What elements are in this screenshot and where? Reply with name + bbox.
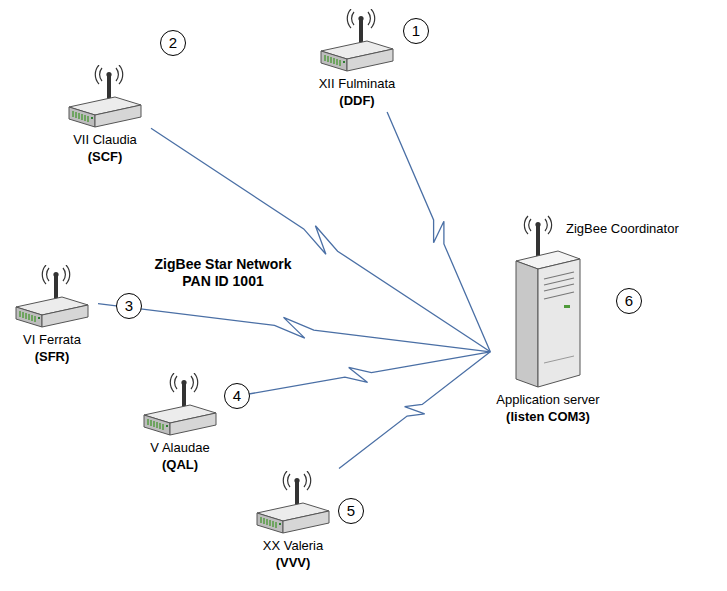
router-icon xyxy=(317,9,397,75)
wireless-link xyxy=(226,352,490,398)
wireless-link xyxy=(339,352,490,469)
network-label: ZigBee Star Network PAN ID 1001 xyxy=(148,256,298,290)
router-node: VII Claudia(SCF) xyxy=(59,62,151,168)
router-node: V Alaudae(QAL) xyxy=(134,370,226,476)
router-node: VI Ferrata(SFR) xyxy=(6,262,98,368)
device-name: XII Fulminata xyxy=(317,75,397,92)
device-code: (SCF) xyxy=(65,148,145,165)
device-name: XX Valeria xyxy=(253,537,333,554)
device-name: VI Ferrata xyxy=(12,331,92,348)
callout-number: 3 xyxy=(116,293,142,319)
device-name: V Alaudae xyxy=(140,439,220,456)
router-icon xyxy=(253,471,333,537)
router-node: XX Valeria(VVV) xyxy=(247,468,339,574)
server-icon xyxy=(508,213,588,391)
callout-number: 5 xyxy=(338,498,364,524)
device-code: (DDF) xyxy=(317,92,397,109)
callout-number: 1 xyxy=(403,18,429,44)
device-code: (SFR) xyxy=(12,348,92,365)
device-role-label: ZigBee Coordinator xyxy=(566,220,679,237)
device-code: (QAL) xyxy=(140,456,220,473)
callout-number: 4 xyxy=(224,383,250,409)
callout-number: 2 xyxy=(160,30,186,56)
callout-number: 6 xyxy=(616,288,642,314)
router-node: XII Fulminata(DDF) xyxy=(311,6,403,112)
device-name: VII Claudia xyxy=(65,131,145,148)
router-icon xyxy=(12,265,92,331)
server-node: Application server(listen COM3) xyxy=(490,210,605,428)
router-icon xyxy=(140,373,220,439)
wireless-link xyxy=(151,128,490,351)
device-code: (listen COM3) xyxy=(496,408,599,425)
wireless-link xyxy=(387,112,490,352)
wireless-link xyxy=(98,304,490,352)
device-code: (VVV) xyxy=(253,554,333,571)
device-name: Application server xyxy=(496,391,599,408)
router-icon xyxy=(65,65,145,131)
